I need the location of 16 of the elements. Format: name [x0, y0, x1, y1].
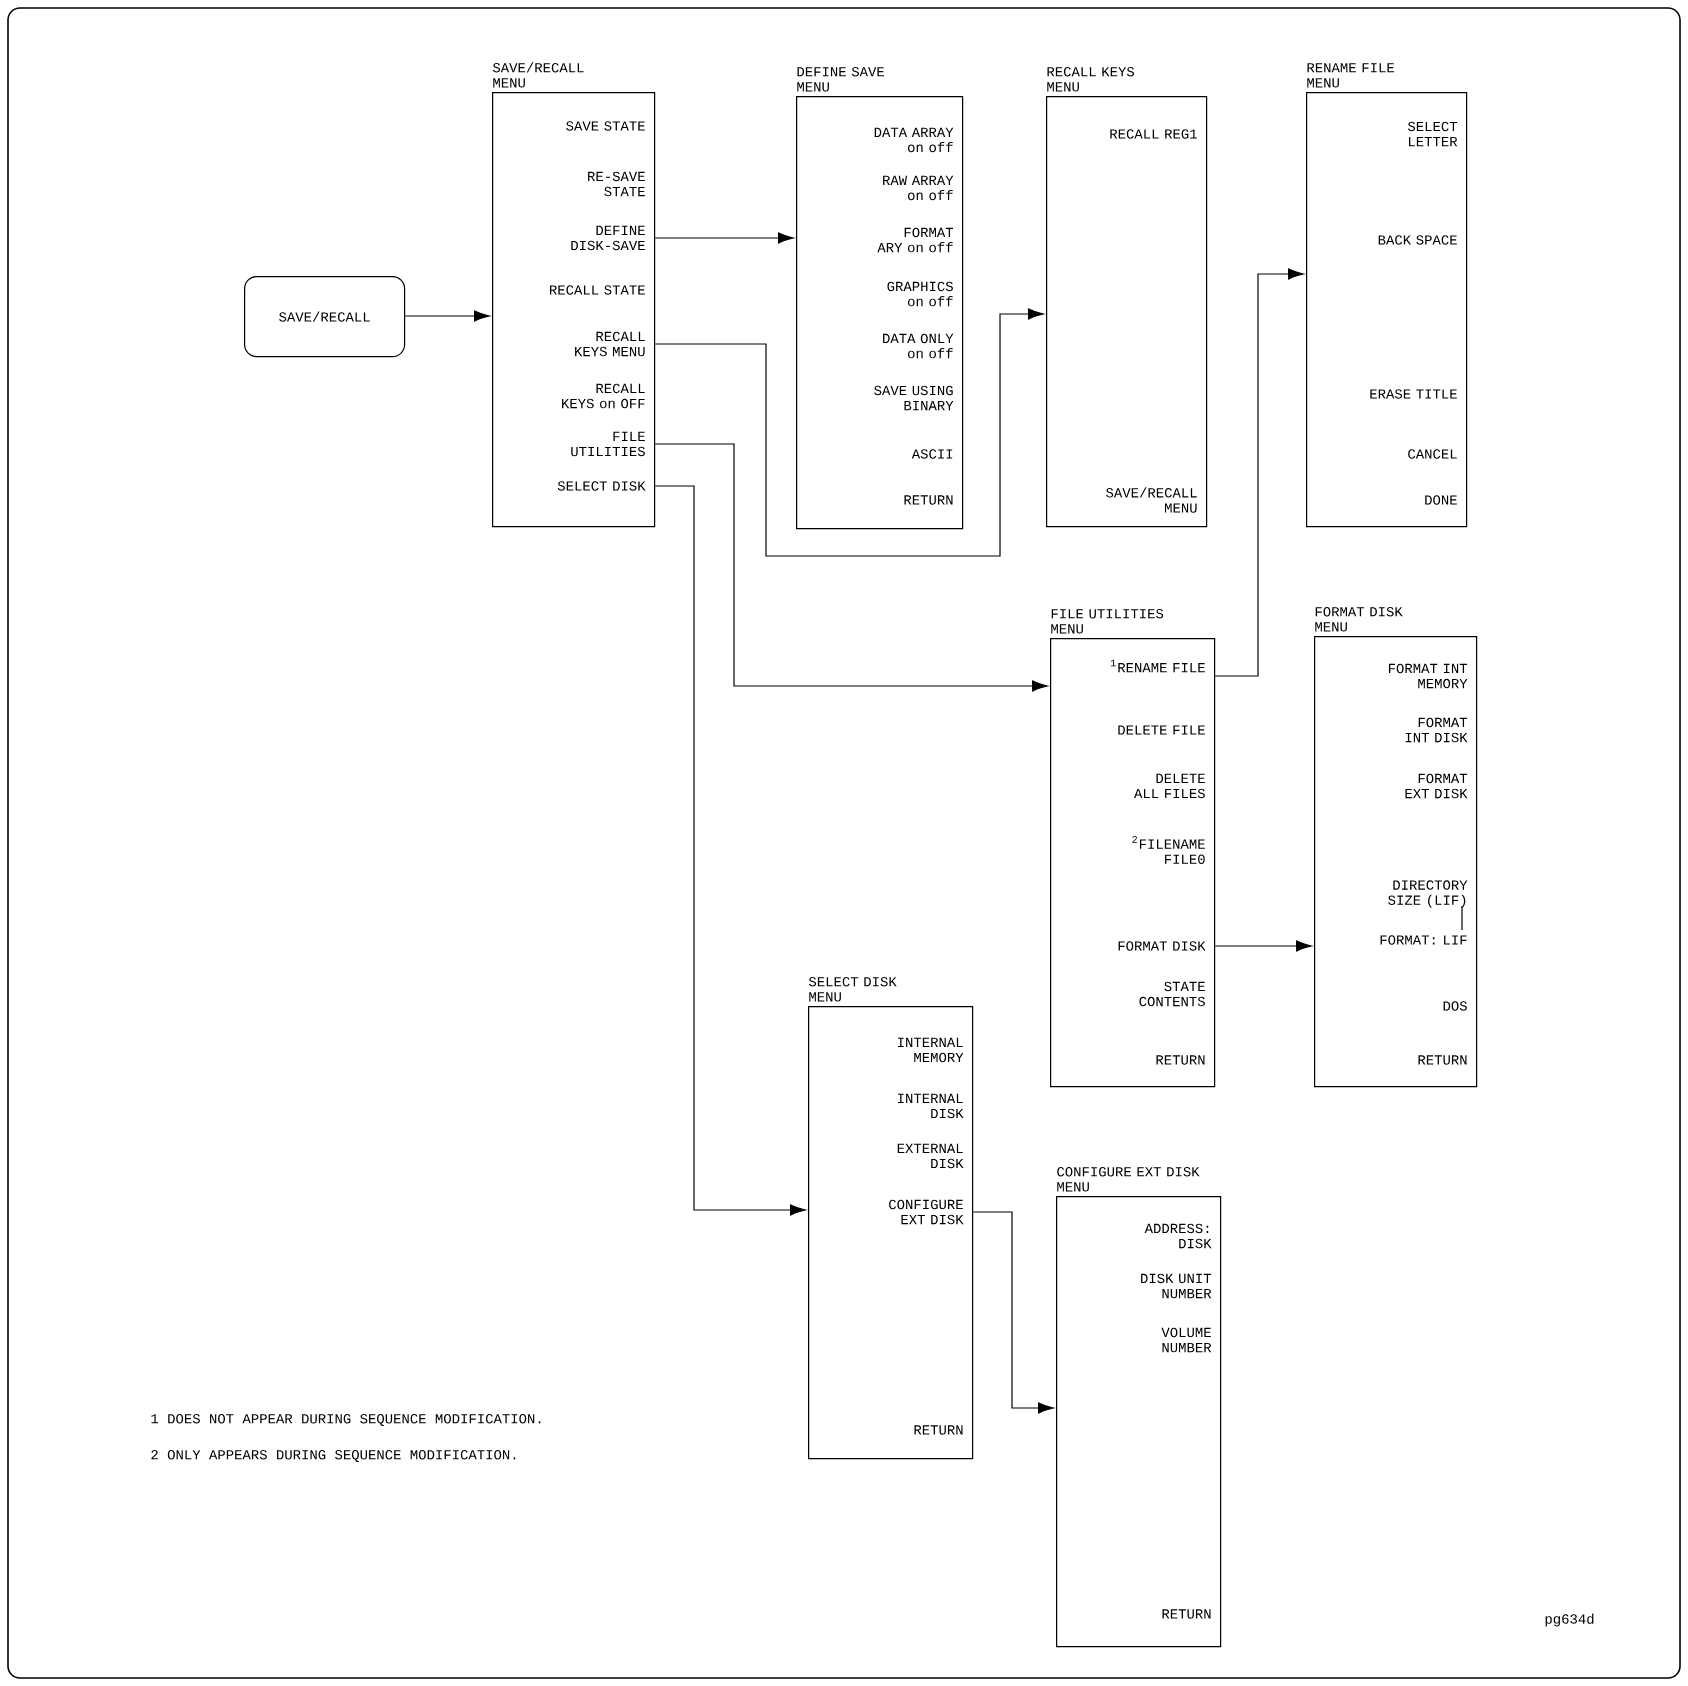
menu-box [1056, 1167, 1222, 1648]
arrow [654, 443, 1048, 692]
arrow [1214, 268, 1304, 677]
menu-box [1314, 607, 1478, 1088]
menu-box [1306, 63, 1468, 528]
arrow [654, 232, 794, 244]
menu-box [492, 62, 656, 528]
menu-box [1046, 67, 1208, 528]
arrow [654, 485, 806, 1216]
arrow [404, 310, 490, 322]
menu-box [808, 977, 974, 1460]
menu-box [796, 67, 964, 530]
arrow [654, 308, 1044, 557]
arrow [1214, 940, 1312, 952]
menu-box [1050, 609, 1216, 1088]
arrow [972, 1211, 1054, 1414]
